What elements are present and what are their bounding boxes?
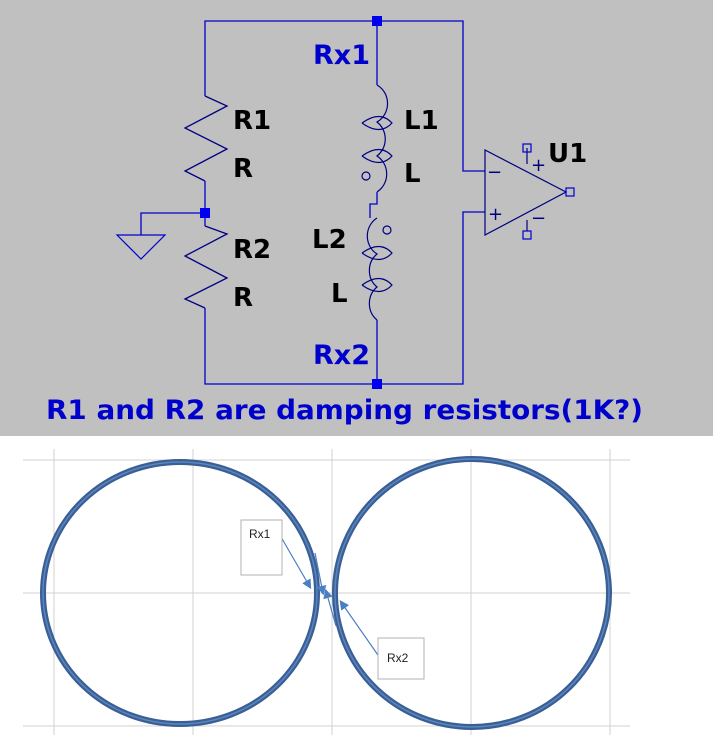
l2-value: L bbox=[331, 279, 348, 309]
callout-rx1: Rx1 bbox=[240, 519, 283, 576]
opamp-noninv-sign: + bbox=[488, 204, 503, 225]
callout-rx2-label: Rx2 bbox=[387, 651, 409, 665]
callout-rx2: Rx2 bbox=[377, 637, 425, 680]
op-amp-icon bbox=[484, 143, 575, 240]
polarity-dot bbox=[361, 171, 371, 181]
arrow-rx2-b bbox=[323, 588, 337, 627]
wire-l1-l2 bbox=[369, 192, 378, 218]
r1-value: R bbox=[233, 154, 253, 184]
u1-name: U1 bbox=[548, 139, 587, 169]
schematic-panel: − + + − R1 R R2 R L1 L L2 L U1 Rx1 Rx2 R… bbox=[0, 0, 713, 436]
resistor-icon bbox=[183, 95, 229, 182]
right-coil bbox=[332, 456, 612, 730]
schematic-note: R1 and R2 are damping resistors(1K?) bbox=[46, 395, 643, 426]
callout-rx1-label: Rx1 bbox=[249, 527, 271, 541]
wire-ground bbox=[140, 212, 205, 235]
wire-bottom bbox=[204, 211, 485, 385]
opamp-inv-sign: − bbox=[487, 162, 502, 183]
r1-name: R1 bbox=[233, 106, 271, 136]
coil-sketch-canvas: Rx1 Rx2 bbox=[23, 449, 630, 735]
junction-mid bbox=[200, 208, 210, 218]
ground-icon bbox=[115, 234, 167, 260]
inductor-icon bbox=[361, 217, 393, 321]
coil-sketch-panel: Rx1 Rx2 bbox=[0, 436, 719, 735]
l1-value: L bbox=[404, 159, 421, 189]
callout-arrows bbox=[280, 536, 381, 659]
opamp-vpos-sign: + bbox=[531, 155, 546, 176]
schematic-canvas: − + + − R1 R R2 R L1 L L2 L U1 Rx1 Rx2 R… bbox=[46, 16, 643, 426]
opamp-vneg-sign: − bbox=[531, 208, 546, 229]
junction-top bbox=[372, 16, 382, 26]
junction-bottom bbox=[372, 379, 382, 389]
l2-name: L2 bbox=[312, 225, 347, 255]
polarity-dot bbox=[382, 225, 392, 235]
arrow-rx1-b bbox=[314, 552, 327, 596]
l1-name: L1 bbox=[404, 106, 439, 136]
net-label-rx1: Rx1 bbox=[313, 40, 370, 71]
arrow-rx1-a bbox=[280, 536, 312, 590]
inductor-icon bbox=[361, 84, 393, 193]
resistor-icon bbox=[183, 225, 229, 309]
wire-top bbox=[204, 20, 485, 172]
r2-value: R bbox=[233, 283, 253, 313]
net-label-rx2: Rx2 bbox=[313, 340, 370, 371]
arrow-rx2-a bbox=[339, 600, 381, 659]
r2-name: R2 bbox=[233, 235, 271, 265]
wires bbox=[140, 20, 485, 385]
